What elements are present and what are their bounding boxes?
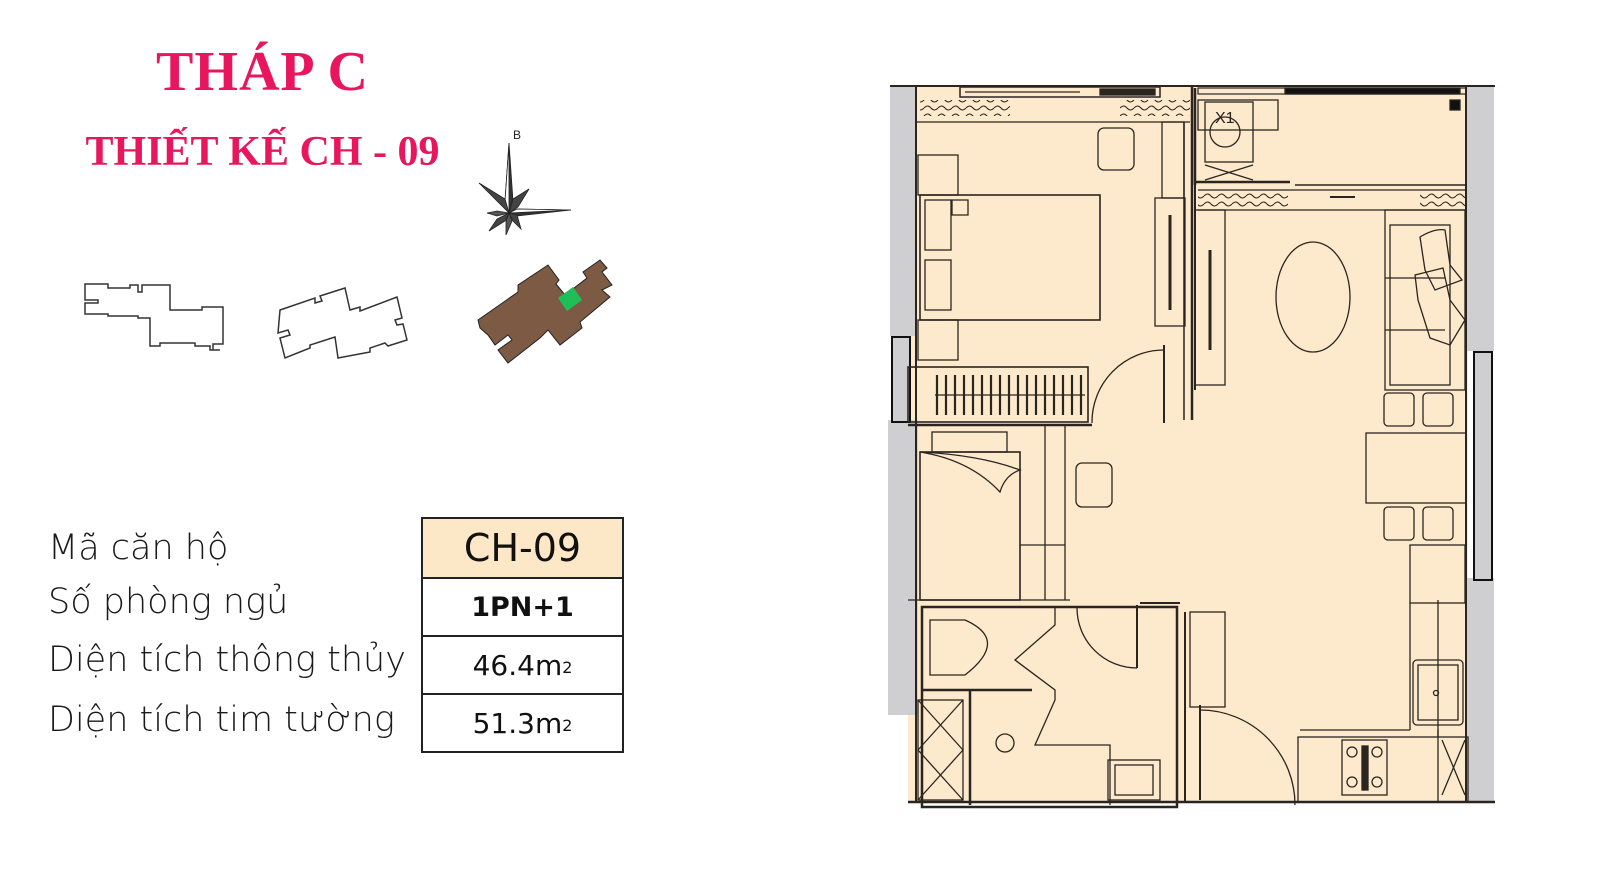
key-plan bbox=[84, 259, 613, 364]
washer-label: X1 bbox=[1215, 110, 1235, 127]
wall-right-bottom bbox=[1466, 578, 1494, 803]
bedroom-count-value: 1PN+1 bbox=[423, 577, 622, 635]
compass-rose-icon bbox=[478, 142, 572, 236]
tower-c-shape bbox=[477, 259, 613, 364]
unit-design-title: THIẾT KẾ CH - 09 bbox=[85, 129, 440, 175]
net-area-label: Diện tích thông thủy bbox=[48, 640, 406, 680]
wall-left-bottom bbox=[888, 420, 918, 715]
wall-right-top bbox=[1466, 86, 1494, 351]
gross-area-label: Diện tích tim tường bbox=[48, 700, 395, 740]
compass-north-label: B bbox=[513, 128, 522, 142]
unit-code-label: Mã căn hộ bbox=[48, 528, 229, 568]
bedroom-count-label: Số phòng ngủ bbox=[48, 582, 289, 622]
tower-b-outline bbox=[277, 287, 408, 360]
wall-left-top bbox=[890, 86, 916, 336]
unit-code-value: CH-09 bbox=[423, 519, 622, 577]
tower-title: THÁP C bbox=[156, 41, 369, 103]
tower-a-outline bbox=[84, 283, 224, 351]
highlighted-unit bbox=[558, 287, 582, 311]
floor-plan: X1 bbox=[888, 85, 1495, 809]
